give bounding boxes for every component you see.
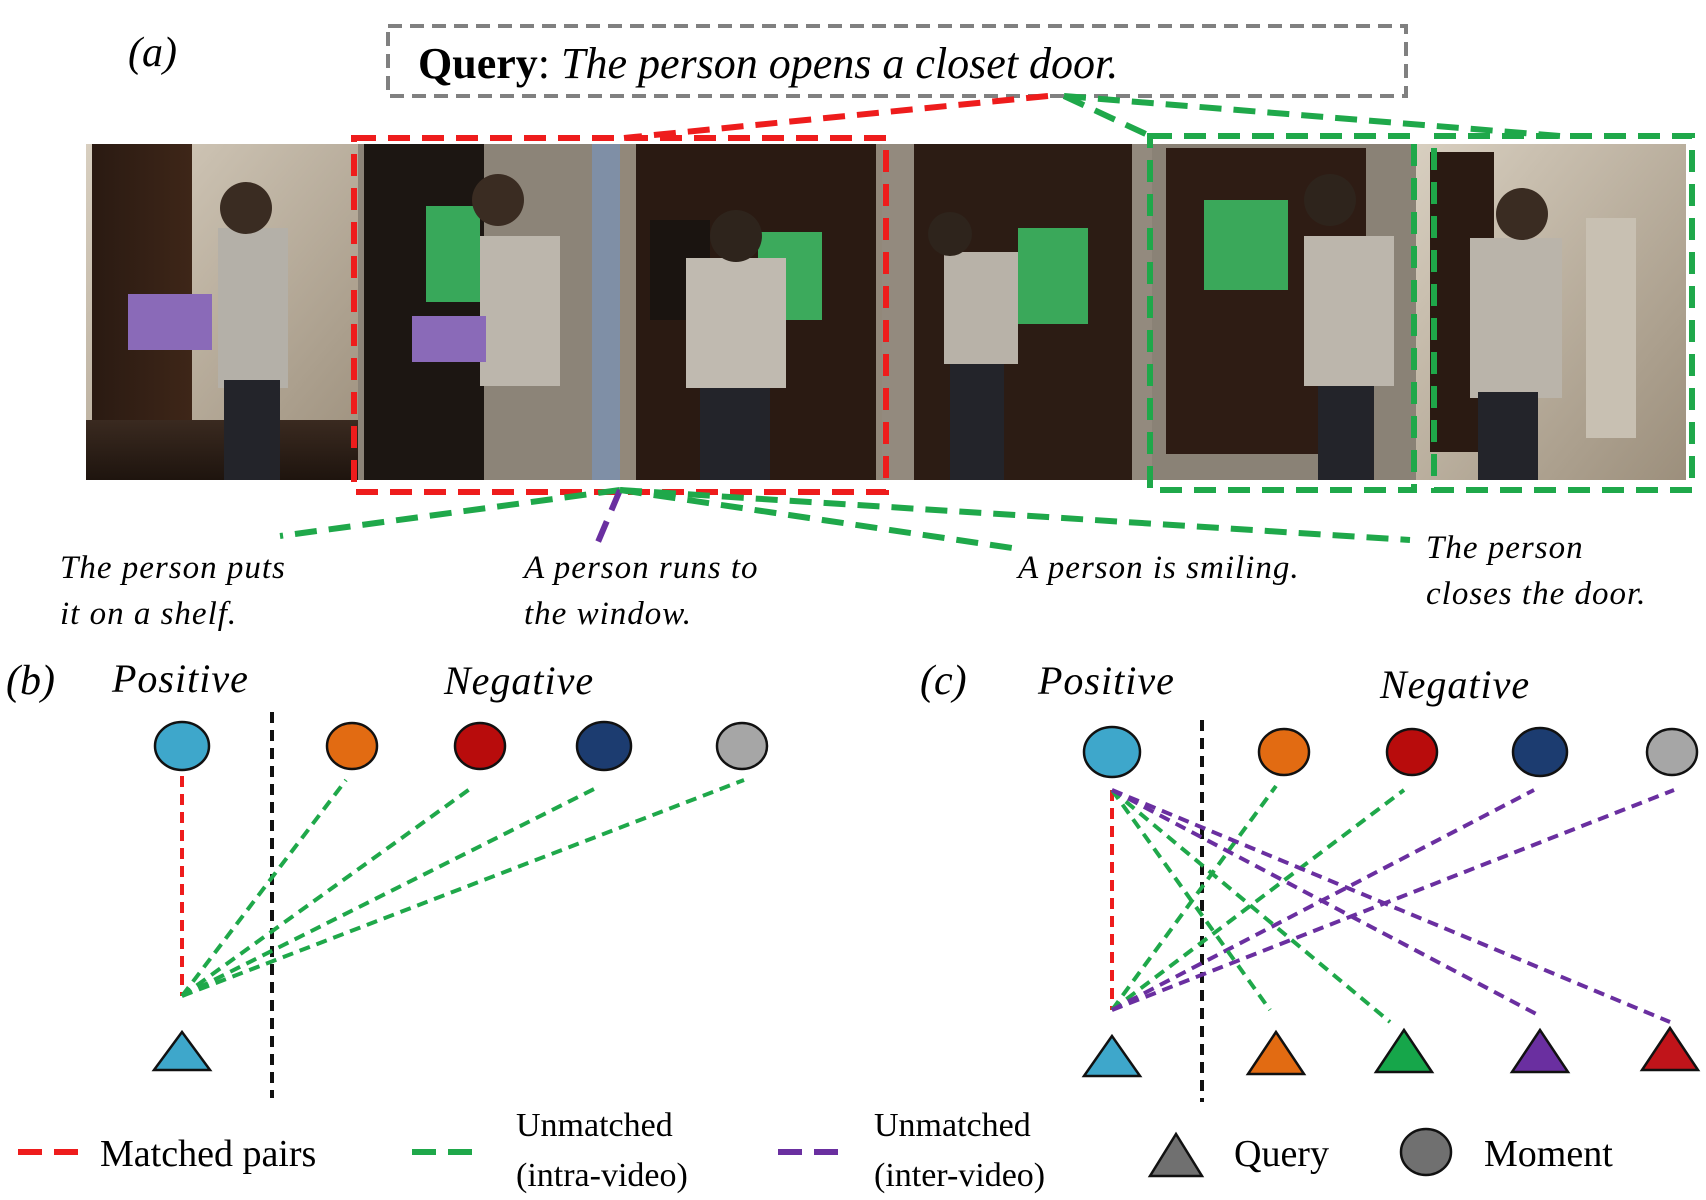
panel-c-positive-label: Positive [1037,658,1175,703]
legend-query-label: Query [1234,1133,1329,1175]
panel-c-intra-q-2 [1110,788,1406,1012]
panel-b-moment-gray [715,721,769,771]
panel-c-moment-red [1385,727,1439,777]
panel-c-query-blue [1081,1033,1143,1078]
caption-2-line1: A person runs to [522,550,759,586]
panel-a-label: (a) [128,30,177,76]
moment-to-caption-2 [595,488,623,544]
panel-b-intra-line-1 [180,778,348,998]
panel-c-moment-blue [1082,725,1142,779]
panel-c-intra-m-1 [1110,788,1272,1012]
video-frame-5 [1152,144,1416,480]
panel-c-query-orange [1245,1029,1307,1076]
query-to-box-1 [1062,93,1152,139]
legend: Matched pairs Unmatched (intra-video) Un… [18,1107,1613,1194]
panel-c-query-green [1373,1027,1435,1074]
legend-inter-line2: (inter-video) [874,1157,1045,1194]
panel-c-query-red [1639,1025,1701,1072]
panel-c-query-purple [1509,1027,1571,1074]
caption-1-line2: it on a shelf. [60,596,237,632]
query-text: The person opens a closet door. [561,39,1118,88]
video-frames [86,144,1686,480]
panel-c-label: (c) [920,658,967,704]
legend-intra-line1: Unmatched [516,1107,673,1144]
video-frame-6 [1416,144,1686,480]
query-box: Query: The person opens a closet door. [386,24,1408,98]
query-prefix: Query [418,39,538,88]
video-frame-4 [882,144,1152,480]
panel-c-inter-m-1 [1111,788,1541,1018]
panel-b-label: (b) [6,658,55,704]
panel-c-intra-q-1 [1110,784,1278,1012]
panel-b-intra-line-2 [180,784,476,998]
caption-3: A person is smiling. [1016,550,1300,586]
moment-to-caption-1 [279,487,621,539]
panel-c-moment-orange [1257,727,1311,777]
caption-2-line2: the window. [524,596,692,632]
video-frame-2 [358,144,620,480]
panel-b-moment-blue [153,720,211,772]
caption-4-line1: The person [1426,530,1584,566]
video-frame-1 [86,144,358,480]
legend-moment-icon [1399,1127,1453,1177]
legend-moment-label: Moment [1484,1133,1613,1175]
panel-c-negative-label: Negative [1379,662,1530,707]
panel-c-inter-m-2 [1111,788,1671,1024]
intra-segment-box-1 [1147,133,1417,493]
panel-b-moment-navy [575,720,633,772]
panel-b-negative-label: Negative [443,658,594,703]
legend-inter-line1: Unmatched [874,1107,1031,1144]
query-sentence: Query: The person opens a closet door. [418,39,1118,88]
panel-c-moment-navy [1511,726,1569,778]
legend-intra-line2: (intra-video) [516,1157,688,1194]
panel-b-intra-line-3 [181,784,601,998]
panel-c-inter-q-2 [1111,788,1675,1012]
query-to-moment-matched [623,93,1049,141]
moment-to-caption-3 [619,487,1013,551]
panel-b-moment-orange [325,721,379,771]
query-to-box-2 [1063,93,1561,139]
legend-matched-label: Matched pairs [100,1133,316,1175]
panel-c-intra-m-2 [1110,788,1392,1024]
panel-b-positive-label: Positive [111,656,249,701]
caption-1-line1: The person puts [60,550,286,586]
panel-b-moment-red [453,721,507,771]
panel-b-query-triangle [151,1029,213,1072]
panel-c-moment-gray [1645,727,1699,777]
caption-4-line2: closes the door. [1426,576,1646,612]
video-frame-3 [620,144,882,480]
moment-to-caption-4 [619,487,1411,543]
legend-query-icon [1147,1131,1205,1178]
panel-b-intra-line-4 [181,778,745,998]
